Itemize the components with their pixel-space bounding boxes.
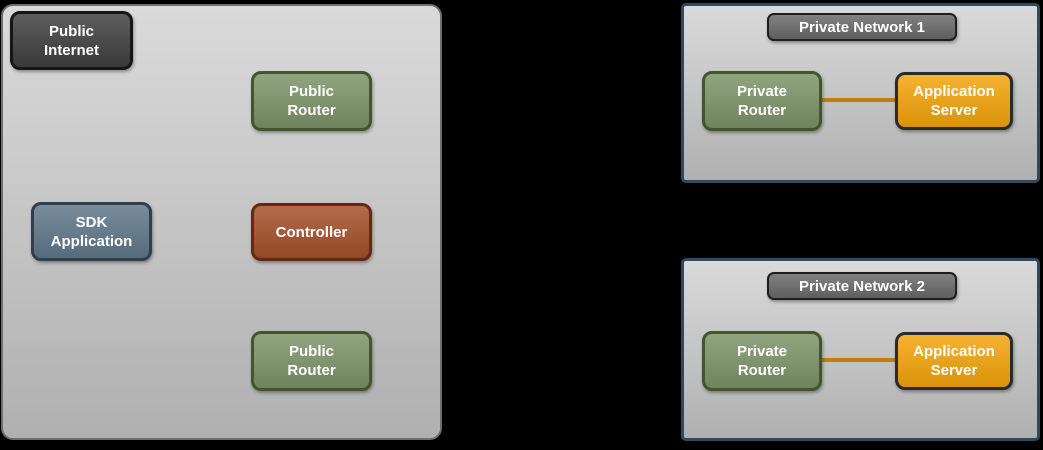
connector-private-router-to-app-server-1 bbox=[822, 98, 895, 102]
node-sdk-application: SDK Application bbox=[31, 202, 152, 261]
node-public-internet: Public Internet bbox=[10, 11, 133, 70]
node-application-server-1: Application Server bbox=[895, 72, 1013, 130]
node-private-router-2: Private Router bbox=[702, 331, 822, 391]
node-application-server-2: Application Server bbox=[895, 332, 1013, 390]
node-public-router-top: Public Router bbox=[251, 71, 372, 131]
private-network-2-zone: Private Network 2 Private Router Applica… bbox=[681, 258, 1040, 441]
private-network-1-zone: Private Network 1 Private Router Applica… bbox=[681, 3, 1040, 183]
node-controller: Controller bbox=[251, 203, 372, 261]
node-private-router-1: Private Router bbox=[702, 71, 822, 131]
private-network-2-title: Private Network 2 bbox=[767, 272, 957, 300]
connector-private-router-to-app-server-2 bbox=[822, 358, 895, 362]
node-public-router-bottom: Public Router bbox=[251, 331, 372, 391]
public-internet-zone: Public Internet Public Router SDK Applic… bbox=[1, 4, 442, 440]
private-network-1-title: Private Network 1 bbox=[767, 13, 957, 41]
